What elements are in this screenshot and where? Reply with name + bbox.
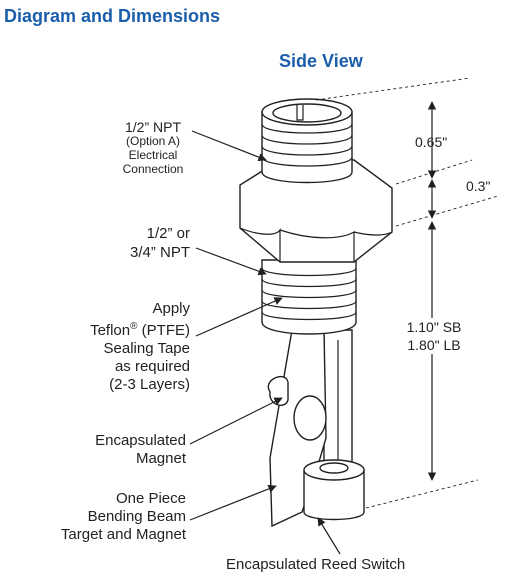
sealing-tape-label: Apply Teflon® (PTFE) Sealing Tape as req… [60,300,190,394]
beam-line1: One Piece [115,490,186,507]
leader-lines [189,130,341,555]
reed-switch-label: Encapsulated Reed Switch [226,556,406,573]
registered-mark: ® [130,321,138,332]
npt-mid-line1: 1/2” or [146,225,190,242]
dim-length-label: 1.10" SB 1.80" LB [392,318,476,354]
tape-line2-c: (PTFE) [137,322,190,339]
extension-lines [315,77,499,509]
beam-line2: Bending Beam [87,508,186,525]
npt-top-line4: Connection [122,162,184,176]
dim-065-label: 0.65" [415,134,448,150]
reed-switch-capsule [303,459,365,521]
tape-line2-a: Teflon [90,322,131,339]
magnet-line1: Encapsulated [95,432,186,449]
sensor-stem [323,329,353,469]
dim-length-lb: 1.80" LB [407,337,461,353]
upper-thread [261,98,353,184]
page-heading: Diagram and Dimensions [4,6,221,26]
magnet-label: Encapsulated Magnet [60,432,186,468]
lower-thread [261,259,357,335]
tape-line3: Sealing Tape [103,340,190,357]
npt-top-line1: 1/2” NPT [124,119,181,135]
bending-beam-label: One Piece Bending Beam Target and Magnet [40,490,186,544]
npt-mid-line2: 3/4” NPT [129,244,190,261]
tape-line1: Apply [152,300,190,317]
npt-mid-label: 1/2” or 3/4” NPT [104,224,190,262]
npt-top-label: 1/2” NPT (Option A) Electrical Connectio… [112,120,194,176]
tape-line4: as required [114,358,190,375]
tape-line5: (2-3 Layers) [109,376,190,393]
magnet-disc [293,395,327,441]
dim-03-label: 0.3" [466,178,491,194]
magnet-line2: Magnet [135,450,186,467]
tape-line2: Teflon® (PTFE) [60,318,190,340]
hex-nut [239,159,393,263]
dim-length-sb: 1.10" SB [406,319,462,335]
view-title: Side View [279,51,363,71]
npt-top-line3: Electrical [128,148,178,162]
npt-top-line2: (Option A) [125,134,181,148]
beam-line3: Target and Magnet [60,526,186,543]
